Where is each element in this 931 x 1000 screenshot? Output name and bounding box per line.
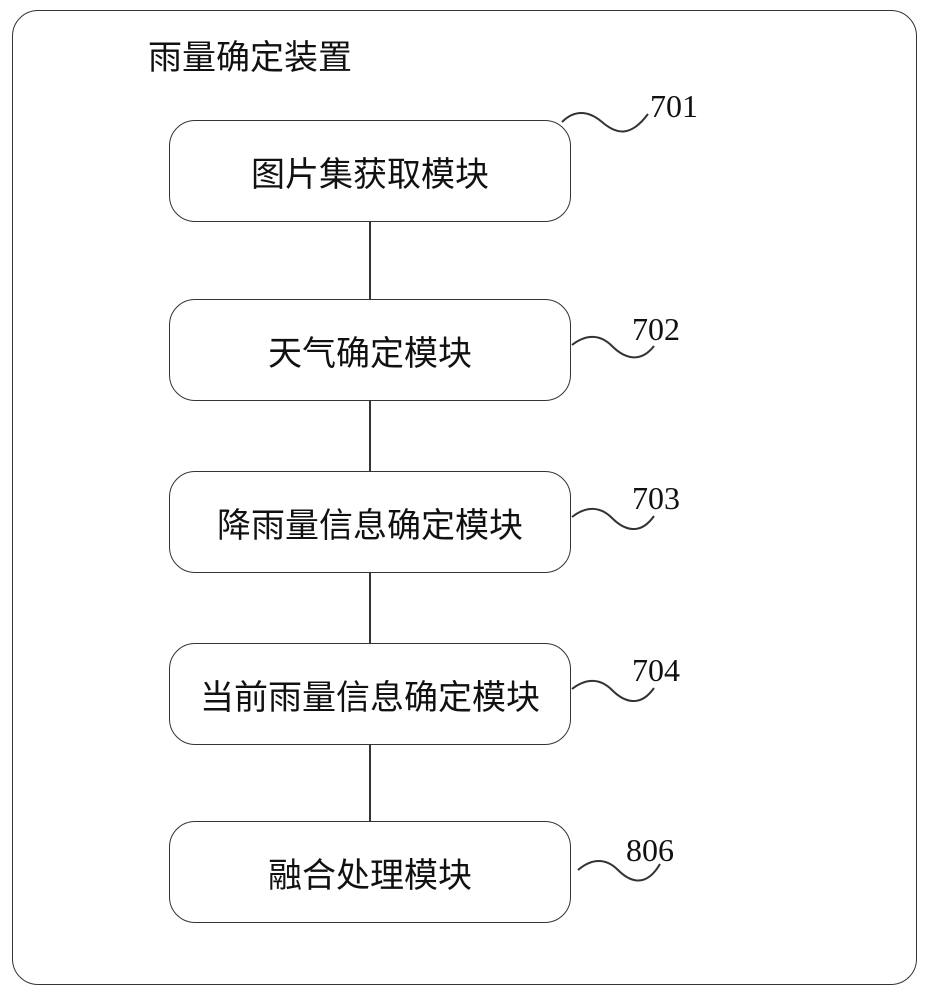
diagram-title: 雨量确定装置 (148, 38, 352, 78)
connector-line-3 (369, 572, 371, 644)
device-frame (12, 10, 917, 985)
module-box-weather-determination: 天气确定模块 (169, 299, 571, 401)
connector-line-2 (369, 400, 371, 472)
connector-line-4 (369, 744, 371, 822)
ref-number-702: 702 (632, 311, 680, 347)
ref-number-806: 806 (626, 832, 674, 868)
module-label: 降雨量信息确定模块 (217, 505, 523, 546)
ref-number-703: 703 (632, 480, 680, 516)
module-box-rainfall-info-determination: 降雨量信息确定模块 (169, 471, 571, 573)
module-label: 天气确定模块 (268, 333, 472, 374)
module-label: 图片集获取模块 (251, 154, 489, 195)
module-box-fusion-processing: 融合处理模块 (169, 821, 571, 923)
module-label: 当前雨量信息确定模块 (200, 677, 540, 718)
connector-line-1 (369, 222, 371, 300)
ref-number-704: 704 (632, 652, 680, 688)
module-box-current-rainfall-determination: 当前雨量信息确定模块 (169, 643, 571, 745)
module-box-image-set-acquisition: 图片集获取模块 (169, 120, 571, 222)
module-label: 融合处理模块 (268, 855, 472, 896)
ref-number-701: 701 (650, 88, 698, 124)
